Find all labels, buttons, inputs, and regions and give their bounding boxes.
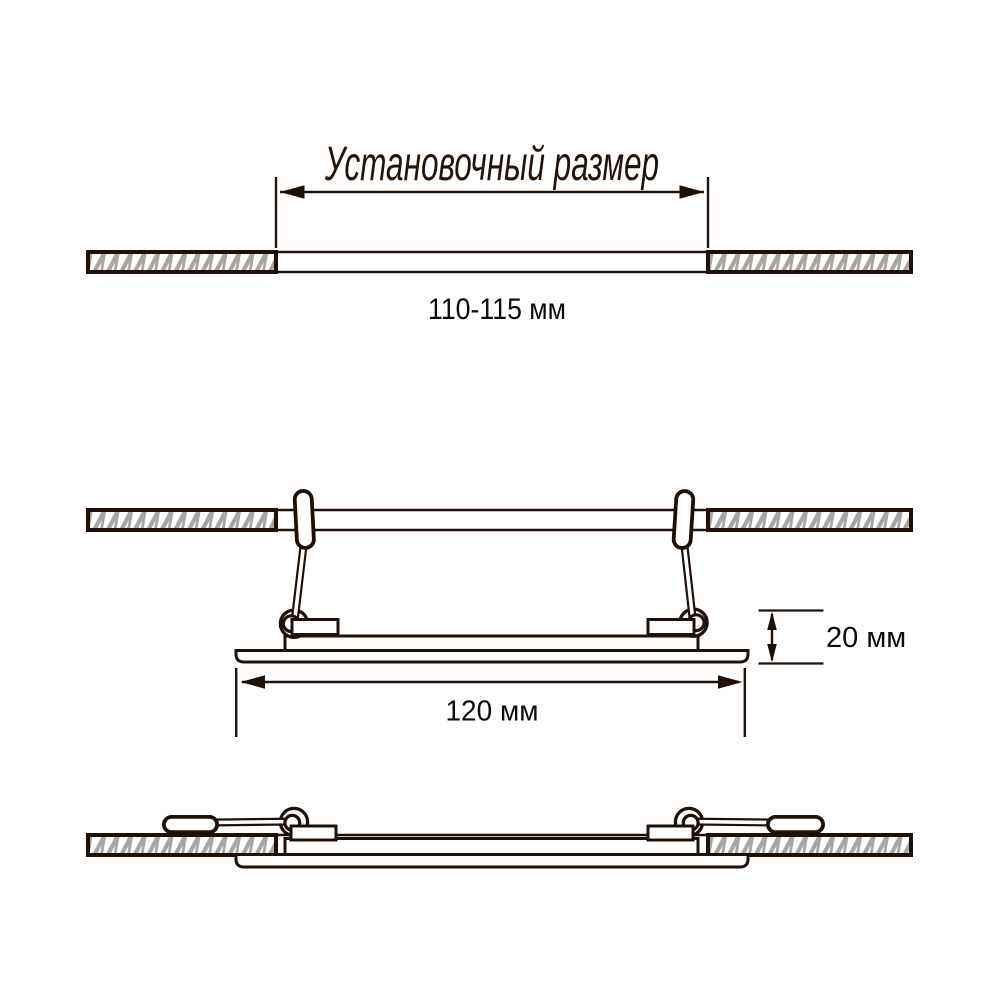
svg-text:110-115 мм: 110-115 мм [428, 293, 566, 327]
svg-text:Установочный размер: Установочный размер [324, 136, 659, 190]
svg-text:20 мм: 20 мм [826, 622, 906, 654]
svg-text:120 мм: 120 мм [445, 695, 538, 728]
